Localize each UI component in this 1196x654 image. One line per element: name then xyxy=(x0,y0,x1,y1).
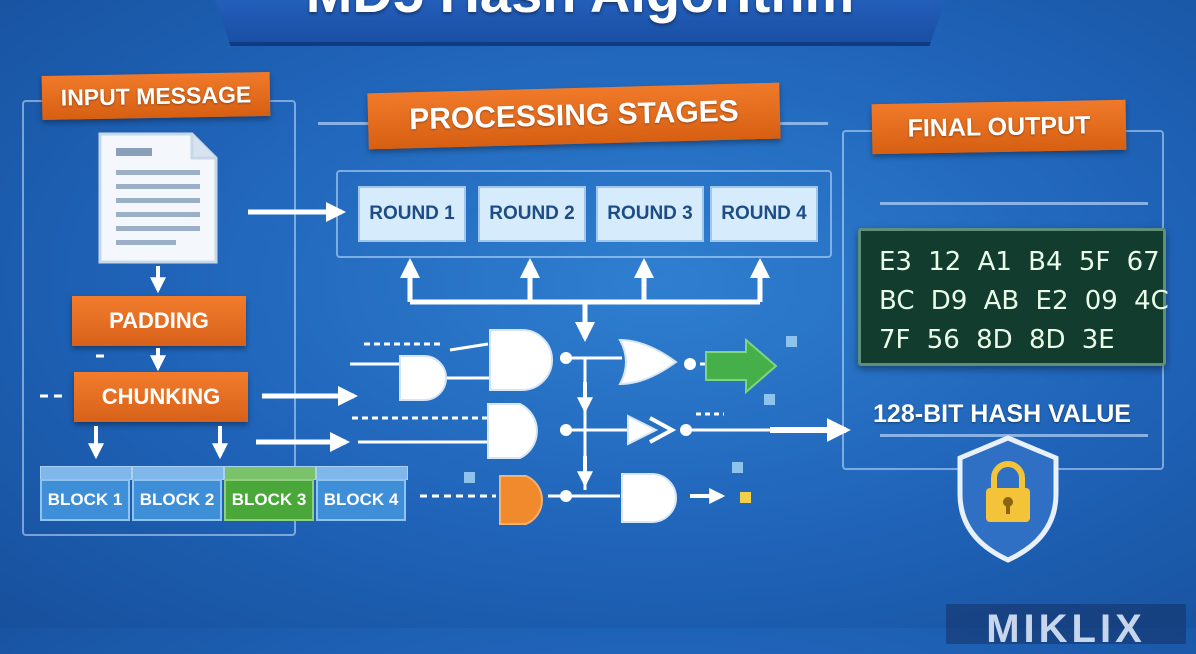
hash-value-label: 128-BIT HASH VALUE xyxy=(873,400,1131,428)
hex-line-2: BC D9 AB E2 09 4C xyxy=(879,286,1169,316)
and-gate-1 xyxy=(489,329,553,391)
block-4: BLOCK 4 xyxy=(316,479,406,521)
deco-square-3 xyxy=(732,462,743,473)
round-2: ROUND 2 xyxy=(478,186,586,242)
deco-square-2 xyxy=(764,394,775,405)
output-rule-top xyxy=(880,202,1148,205)
block-1: BLOCK 1 xyxy=(40,479,130,521)
deco-square-1 xyxy=(786,336,797,347)
and-gate-2 xyxy=(487,403,538,459)
round-feedback-arrows xyxy=(400,258,770,342)
green-output-arrow xyxy=(705,337,778,395)
buffer-gate-1 xyxy=(627,414,659,446)
output-rule-bottom xyxy=(880,434,1148,437)
inverter-bubbles xyxy=(560,352,696,502)
and-gate-3 xyxy=(621,473,677,523)
round-3: ROUND 3 xyxy=(596,186,704,242)
and-gate-small xyxy=(399,355,447,401)
hash-output-display: E3 12 A1 B4 5F 67 BC D9 AB E2 09 4C 7F 5… xyxy=(858,228,1169,366)
hex-line-1: E3 12 A1 B4 5F 67 xyxy=(879,247,1160,277)
document-icon xyxy=(98,132,218,264)
flow-diagram xyxy=(88,202,1059,563)
padding-step: PADDING xyxy=(72,296,246,346)
processing-rule-left xyxy=(318,122,370,125)
logic-wires xyxy=(350,342,812,498)
buffer-gate-2 xyxy=(649,416,677,444)
and-gate-orange xyxy=(499,475,543,525)
round-4: ROUND 4 xyxy=(710,186,818,242)
shield-lock-icon xyxy=(957,435,1059,563)
hex-line-3: 7F 56 8D 8D 3E xyxy=(879,325,1115,355)
processing-rule-right xyxy=(774,122,828,125)
deco-square-4 xyxy=(740,492,751,503)
chunking-to-blocks-arrows xyxy=(88,426,228,460)
block-3: BLOCK 3 xyxy=(224,479,314,521)
round-1: ROUND 1 xyxy=(358,186,466,242)
deco-square-5 xyxy=(464,472,475,483)
chunking-to-gates-arrows xyxy=(256,386,358,452)
chunking-step: CHUNKING xyxy=(74,372,248,422)
title-banner: MD5 Hash Algorithm xyxy=(200,0,960,46)
block-2: BLOCK 2 xyxy=(132,479,222,521)
or-gate xyxy=(618,338,678,386)
